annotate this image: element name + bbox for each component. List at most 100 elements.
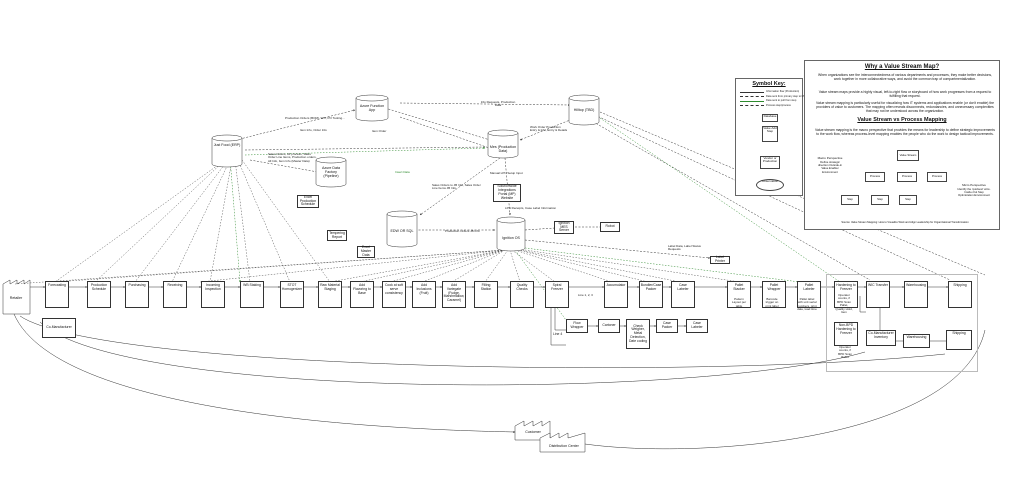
flow-label-3: Sales Orders, All process, Sales Order L… (268, 152, 317, 163)
db-shape-just-food (211, 134, 243, 168)
db-shape-azure-data-factory (315, 156, 347, 188)
db-ignition: Ignition OS (502, 236, 520, 240)
sub-step-flow-wrapper: Flow Wrapper (566, 319, 588, 333)
info-paragraph-1: When organizations see the interconnecte… (818, 73, 992, 82)
step-shipping: Shipping (948, 281, 972, 308)
step-stot: STOT Homogenizer (280, 281, 304, 308)
flow-label-1: Production Orders (BOM), WO, PO Tooling.… (285, 116, 345, 120)
customer-factory-icon (514, 420, 551, 441)
tree-step-2: Step (899, 195, 917, 205)
step-pallet-stacker: Pallet Stacker (727, 281, 751, 308)
flow-label-11: Line 1, 2, 3 (578, 293, 593, 297)
db-shape-edw (386, 210, 418, 248)
tree-step-0: Step (841, 195, 859, 205)
db-shape-ignition (496, 216, 526, 252)
step-add-flavoring: Add Flavoring to Base (350, 281, 374, 308)
step-pallet-wrapper: Pallet Wrapper (762, 281, 786, 308)
flow-label-13: Item Order (372, 129, 387, 133)
info-paragraph-2: Value stream maps provide a highly visua… (818, 90, 992, 99)
db-azure-function: Azure Function App (359, 104, 385, 112)
db-azure-data-factory: Azure Data Factory (Pipeline) (322, 166, 340, 178)
note-pallet-wrapper: Barcode trigger on print label (765, 297, 779, 308)
step-pallet-labeler: Pallet Labeler (797, 281, 821, 308)
flow-label-7: Manual LPN Setup Input (490, 171, 523, 175)
step-purchasing: Purchasing (125, 281, 149, 308)
micro-perspective-title: Micro Perspective (962, 183, 986, 187)
db-edw: EDW OR SQL (390, 229, 414, 233)
step-incoming-inspection: Incoming Inspection (201, 281, 225, 308)
note-pallet-labeler: Pallet label with unit serial numbers, p… (797, 297, 817, 312)
info-paragraph-3: Value stream mapping is particularly use… (815, 101, 995, 114)
flow-label-12: Info Requests, Production Data (480, 100, 516, 108)
tree-process-1: Process (897, 172, 917, 182)
note-non-bpd: Operator counts, if BPD Scan Pallet (838, 345, 852, 360)
symbol-key-line-sample (740, 96, 764, 97)
step-forecasting: Forecasting (45, 281, 69, 308)
flow-label-5: Sales Orders to JB Info, Sales Order Lin… (432, 183, 481, 191)
symbol-key-database: Database (762, 114, 778, 122)
box-robot: Robot (600, 222, 620, 232)
box-ignition-mes: Ignition MES Server (554, 221, 574, 234)
note-hardening: Operator counts, if BPD Scan Pallet, Qua… (835, 293, 853, 315)
lower-step-non-bpd: Non-BPD Hardening to Freezer (834, 322, 858, 346)
sub-step-checkweigher: Check Weigher, Metal Detection, Date cod… (626, 319, 650, 349)
lower-step-shipping2: Shipping (946, 330, 972, 350)
distribution-center-label: Distribution Center (549, 444, 579, 448)
box-tempering: Tempering Report (327, 230, 347, 241)
db-shape-azure-function (355, 94, 389, 122)
box-label-printer: Label Printer (710, 255, 730, 264)
step-hardening: Hardening to Freezer (834, 281, 858, 308)
symbol-key-observation: Observation (756, 179, 784, 191)
db-just-food: Just Food (ERP) (213, 143, 241, 147)
flow-label-2: Item Info, Order Info (300, 128, 327, 132)
symbol-key-line-3: Process step/process (766, 103, 791, 107)
symbol-key-line-sample (740, 91, 764, 93)
symbol-key-line-1: Data sent from primary step to MES (766, 94, 808, 98)
step-warehousing: Warehousing (904, 281, 928, 308)
note-pallet-stacker: Pattern Layout per table (731, 297, 747, 308)
distribution-factory-icon (539, 432, 586, 453)
box-solutionwide: Solutionwide Integrations Portal (MP) We… (493, 184, 521, 202)
box-excel-master: Excel Master Data (357, 245, 375, 258)
tree-root: Value Stream (897, 150, 919, 161)
step-receiving: Receiving (163, 281, 187, 308)
flow-label-4: Insert Data (395, 170, 410, 174)
symbol-key-panel: Symbol Key: Information flow (Production… (735, 78, 807, 196)
box-excel-production: Excel Production Schedule (297, 195, 319, 208)
db-mes: Mes (Production Data) (489, 145, 517, 153)
step-wic: WIC Transfer (866, 281, 890, 308)
step-raw-material: Raw Material Staging (318, 281, 342, 308)
step-spiral-freezer: Spiral Freezer (545, 281, 569, 308)
info-caption: Source: Value Stream Mapping: How to Vis… (841, 221, 969, 224)
flow-label-10: Label Data, Label Status Requests (668, 244, 701, 252)
step-wb-staking: WB Staking (240, 281, 264, 308)
macro-perspective-title: Macro Perspective (817, 156, 843, 160)
symbol-key-line-0: Information flow (Production) (766, 90, 800, 93)
macro-perspective-text: Define strategic direction Outside-in Va… (817, 160, 843, 174)
retailer-factory-icon (2, 279, 31, 315)
step-bundler: Bundler/Case Packer (639, 281, 663, 308)
symbol-key-line-sample (740, 105, 764, 106)
retailer-label: Retailer (9, 296, 23, 300)
tree-process-0: Process (865, 172, 885, 182)
step-case-labeler: Case Labeler (671, 281, 695, 308)
sub-step-cartoner: Cartoner (598, 319, 620, 333)
symbol-key-line-2: Data sent to pull from step (766, 99, 797, 102)
step-add-inclusions: Add Inclusions (Fruit) (412, 281, 436, 308)
co-manufacturer-box: Co-Manufacturer (42, 318, 76, 338)
info-panel-subtitle: Value Stream vs Process Mapping (857, 117, 947, 123)
step-production-schedule: Production Schedule (87, 281, 111, 308)
step-quality-checks: Quality Checks (510, 281, 534, 308)
symbol-key-value-add-step: Value Add Step (762, 126, 778, 142)
sub-step-case-labeler2: Case Labeler (686, 319, 708, 333)
symbol-key-line-sample (740, 100, 764, 102)
db-shape-hilltop (568, 94, 600, 126)
db-hilltop: Hilltop (TBD) (573, 108, 595, 112)
freezer-zone-frame (826, 274, 978, 372)
flow-label-6: Production Orders JB Info (445, 229, 480, 233)
lower-step-warehousing2: Warehousing (903, 334, 930, 348)
tree-step-1: Step (871, 195, 889, 205)
info-panel-title: Why a Value Stream Map? (864, 64, 940, 70)
